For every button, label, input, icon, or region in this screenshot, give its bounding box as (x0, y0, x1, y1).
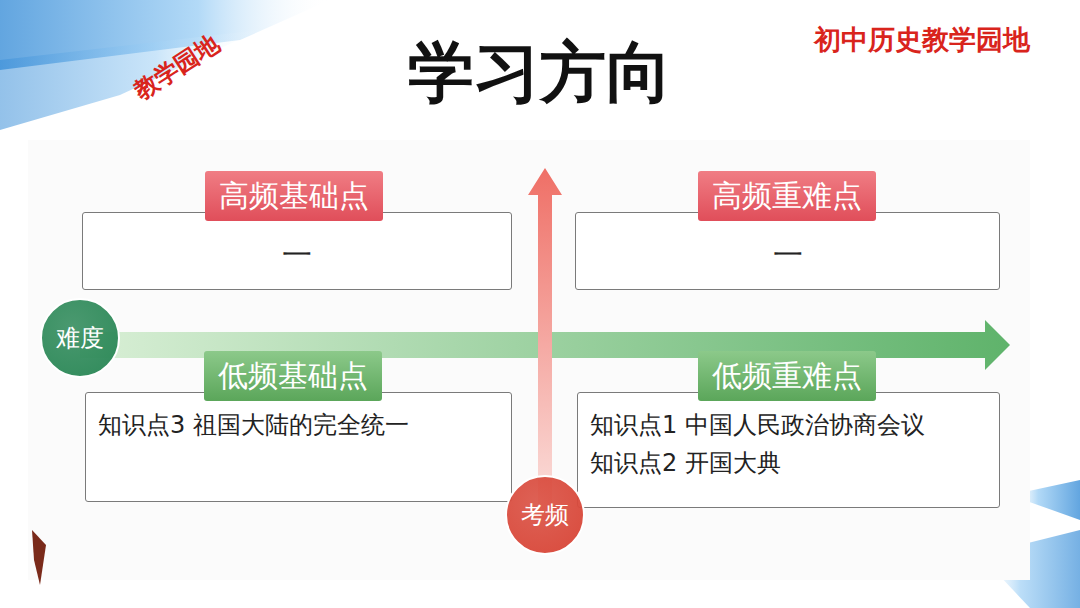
frequency-circle: 考频 (505, 475, 585, 555)
header-tab: 低频基础点 (204, 351, 382, 401)
knowledge-point: 知识点1 中国人民政治协商会议 (590, 407, 987, 443)
watermark: 初中历史教学园地 (814, 22, 1030, 58)
quadrant-box: 高频基础点一 (82, 212, 512, 290)
frequency-circle: 难度 (40, 298, 120, 378)
knowledge-point: 一 (588, 235, 987, 275)
circle-text: 难度 (56, 322, 104, 354)
header-tab: 高频重难点 (698, 171, 876, 221)
knowledge-point: 一 (95, 235, 499, 275)
quadrant-box: 低频基础点知识点3 祖国大陆的完全统一 (85, 392, 512, 502)
header-tab: 低频重难点 (698, 351, 876, 401)
knowledge-point: 知识点2 开国大典 (590, 445, 987, 481)
quadrant-box: 低频重难点知识点1 中国人民政治协商会议知识点2 开国大典 (577, 392, 1000, 508)
knowledge-point: 知识点3 祖国大陆的完全统一 (98, 407, 499, 443)
header-tab: 高频基础点 (205, 171, 383, 221)
circle-text: 考频 (521, 499, 569, 531)
quadrant-box: 高频重难点一 (575, 212, 1000, 290)
